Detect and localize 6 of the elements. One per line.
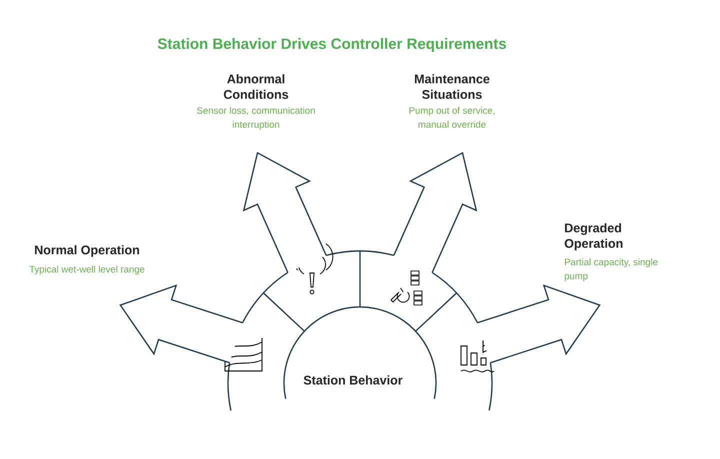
- category-text: Normal Operation Typical wet-well level range: [29, 245, 144, 274]
- category-text: Degraded Operation Partial capacity, single pump: [564, 223, 658, 282]
- category-text: Maintenance Situations Pump out of service, manual override: [410, 74, 494, 128]
- category-text: Abnormal Conditions Sensor loss, communication interruption: [197, 74, 315, 130]
- center-label: Station Behavior: [304, 375, 402, 385]
- title: Station Behavior Drives Controller Requirements: [158, 38, 506, 52]
